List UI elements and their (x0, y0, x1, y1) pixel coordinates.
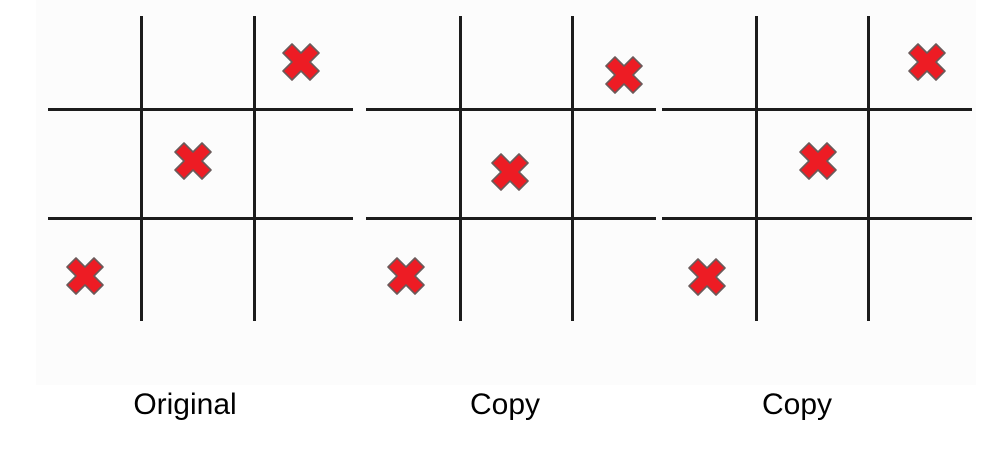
grid-line-horizontal-1 (48, 108, 353, 111)
grid-panel-original (36, 0, 360, 385)
grid-line-vertical-1 (459, 16, 462, 321)
grid-line-vertical-2 (867, 16, 870, 321)
x-mark-icon (386, 256, 426, 296)
grid-line-vertical-1 (755, 16, 758, 321)
grid-line-horizontal-1 (662, 108, 972, 111)
grid-line-vertical-1 (140, 16, 143, 321)
x-mark-icon (65, 256, 105, 296)
grid-line-horizontal-2 (662, 217, 972, 220)
grid-line-horizontal-2 (48, 217, 353, 220)
grid-line-vertical-2 (253, 16, 256, 321)
grid-panel-copy-2 (656, 0, 976, 385)
grid-line-vertical-2 (571, 16, 574, 321)
x-mark-icon (281, 42, 321, 82)
caption-original: Original (133, 388, 237, 421)
x-mark-icon (604, 55, 644, 95)
x-mark-icon (907, 42, 947, 82)
grid-line-horizontal-1 (366, 108, 656, 111)
x-mark-icon (173, 141, 213, 181)
grid-panel-copy-1 (360, 0, 656, 385)
x-mark-icon (798, 141, 838, 181)
caption-copy-1: Copy (469, 388, 541, 421)
x-mark-icon (490, 152, 530, 192)
x-mark-icon (687, 257, 727, 297)
caption-copy-2: Copy (761, 388, 833, 421)
grid-line-horizontal-2 (366, 217, 656, 220)
